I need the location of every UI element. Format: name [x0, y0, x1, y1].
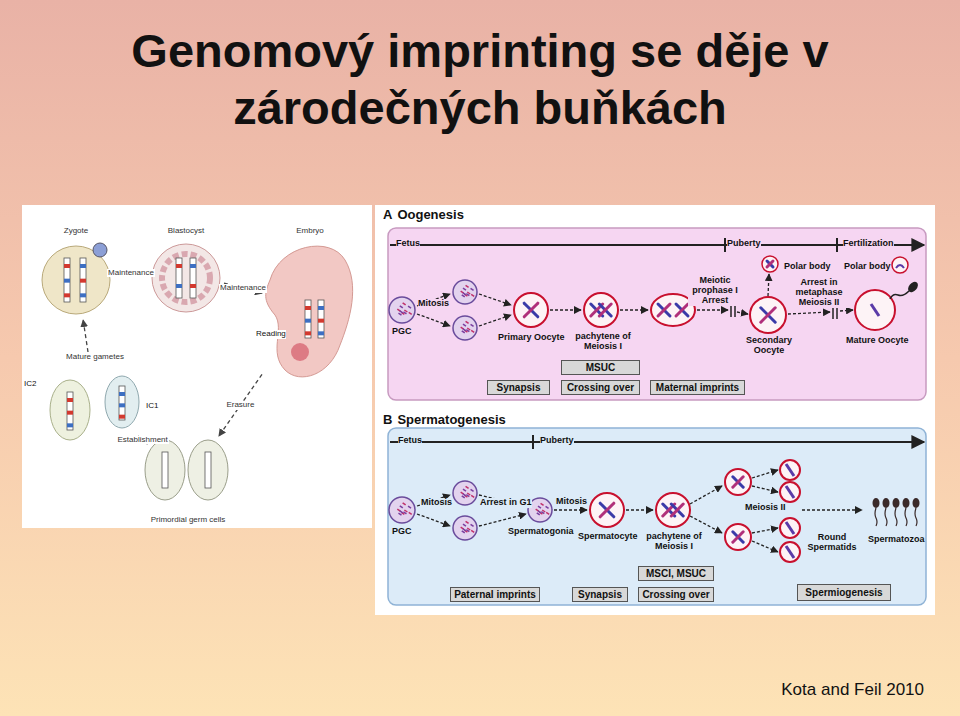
stage-arrow: [690, 486, 722, 504]
stage-arrow: [697, 309, 728, 310]
stage-label: IC1: [146, 402, 158, 411]
box-label: Paternal imprints: [454, 589, 536, 600]
stage-label: Round Spermatids: [806, 533, 858, 553]
stage-label: PGC: [392, 327, 412, 337]
box-label: MSCI, MSUC: [646, 568, 706, 579]
stage-arrow: [690, 516, 722, 533]
stage-arrow: [554, 509, 587, 510]
stage-label: Reading: [256, 330, 286, 339]
edge-label: Establishment: [117, 436, 169, 445]
stage-arrow: [802, 509, 862, 510]
edge-label: Maintenance: [107, 269, 155, 278]
stage-figure: Embryo: [262, 226, 358, 386]
stage-arrow: [479, 315, 511, 326]
box-label: Maternal imprints: [656, 382, 739, 393]
stage-name: Mature gametes: [66, 352, 124, 361]
process-box: Synapsis: [572, 587, 628, 602]
stage-arrow: [626, 509, 653, 510]
stage-label: Spermatozoa: [868, 535, 925, 545]
stage-arrow: [737, 312, 748, 314]
box-label: Crossing over: [642, 589, 709, 600]
process-box: Spermiogenesis: [797, 584, 891, 601]
edge-label: Maintenance: [219, 284, 267, 293]
panel-heading: B: [383, 412, 392, 427]
stage-label: Meiosis II: [745, 503, 786, 513]
process-box: MSUC: [561, 360, 640, 375]
stage-figure: Primordial germ cells: [136, 436, 240, 524]
stage-arrow: [788, 312, 830, 314]
box-label: Crossing over: [567, 382, 634, 393]
stage-figure: Blastocyst: [148, 226, 224, 320]
stage-label: pachytene of Meiosis I: [572, 332, 634, 352]
stage-label: Mitosis: [556, 497, 587, 507]
cycle-arrow: [219, 374, 262, 436]
process-box: Crossing over: [638, 587, 714, 602]
process-box: Maternal imprints: [650, 380, 745, 395]
stage-arrow: [417, 314, 450, 326]
process-box: Paternal imprints: [450, 587, 540, 602]
stage-label: IC2: [24, 380, 36, 389]
stage-label: pachytene of Meiosis I: [645, 532, 703, 552]
stage-figure: Mature gametes: [38, 352, 152, 444]
stage-label: Arrest in G1: [480, 498, 532, 508]
stage-label: Mature Oocyte: [846, 336, 909, 346]
box-label: MSUC: [586, 362, 615, 373]
stage-label: Arrest in metaphase Meiosis II: [788, 278, 850, 308]
stage-label: Spermatocyte: [578, 532, 638, 542]
cycle-arrow: [83, 320, 88, 352]
slide-title: Genomový imprinting se děje v zárodečnýc…: [0, 22, 960, 136]
box-label: Synapsis: [497, 382, 541, 393]
stage-arrow: [620, 309, 648, 310]
stage-label: Puberty: [727, 239, 761, 249]
stage-figure: Zygote: [38, 226, 114, 320]
stage-arrow: [752, 541, 778, 552]
stage-arrow: [417, 514, 450, 526]
panel-heading: Spermatogenesis: [397, 412, 505, 427]
panel-heading: Oogenesis: [397, 207, 463, 222]
process-box: Crossing over: [561, 380, 640, 395]
stage-label: Primary Oocyte: [498, 333, 565, 343]
stage-label: Secondary Oocyte: [742, 336, 796, 356]
stage-arrow: [550, 309, 581, 310]
stage-name: Embryo: [296, 226, 324, 235]
stage-arrow: [840, 310, 853, 311]
stage-label: Polar body: [844, 262, 891, 272]
panel: B SpermatogenesisMSCI, MSUC Paternal impri…: [375, 410, 935, 615]
process-box: MSCI, MSUC: [638, 566, 714, 581]
box-label: Spermiogenesis: [805, 587, 882, 598]
stage-name: Blastocyst: [168, 226, 204, 235]
stage-label: Polar body: [784, 262, 831, 272]
stage-arrow: [752, 486, 778, 492]
panel: A OogenesisMSUC Synapsis Crossing over Mater…: [375, 205, 935, 410]
stage-label: Fetus: [396, 239, 420, 249]
stage-label: PGC: [392, 527, 412, 537]
stage-label: Fetus: [398, 436, 422, 446]
stage-label: Puberty: [540, 436, 574, 446]
stage-arrow: [479, 294, 511, 305]
box-label: Synapsis: [578, 589, 622, 600]
stage-arrow: [752, 528, 778, 533]
process-box: Synapsis: [487, 380, 550, 395]
stage-label: Mitosis: [418, 299, 449, 309]
citation: Kota and Feil 2010: [781, 680, 924, 700]
stage-arrow: [479, 514, 526, 526]
stage-label: Fertilization: [843, 239, 894, 249]
stage-label: Mitosis: [421, 498, 452, 508]
edge-label: Erasure: [225, 401, 255, 410]
panel-heading: A: [383, 207, 392, 222]
stage-arrow: [752, 470, 778, 478]
stage-label: Meiotic prophase I Arrest: [688, 276, 742, 306]
stage-name: Primordial germ cells: [151, 515, 226, 524]
stage-arrow: [768, 274, 769, 296]
stage-name: Zygote: [64, 226, 88, 235]
stage-label: Spermatogonia: [508, 527, 574, 537]
